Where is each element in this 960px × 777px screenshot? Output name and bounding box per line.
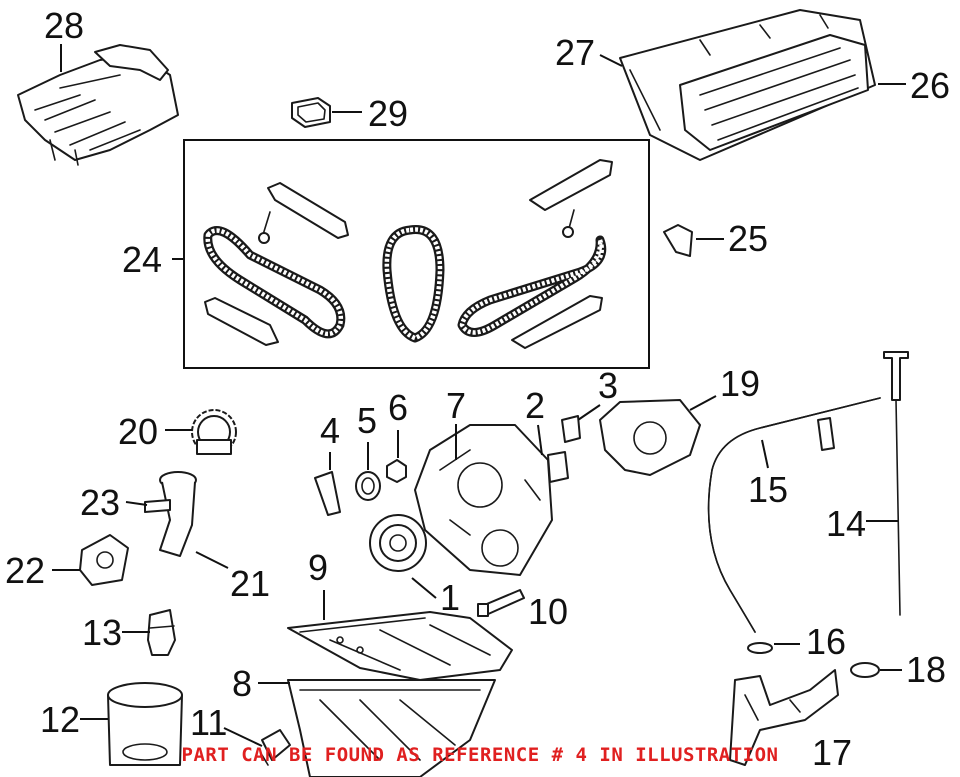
callout-8[interactable]: 8 — [232, 663, 252, 704]
lower-oil-pan — [287, 679, 496, 777]
callout-3[interactable]: 3 — [598, 365, 618, 406]
dipstick — [883, 351, 909, 616]
leader-23 — [125, 501, 148, 506]
leader-27 — [599, 54, 623, 67]
timing-chain-set — [203, 159, 613, 349]
callout-7[interactable]: 7 — [446, 385, 466, 426]
leader-21 — [195, 551, 229, 569]
intake-manifold — [17, 44, 179, 166]
pickup-gasket — [79, 534, 129, 586]
callout-14[interactable]: 14 — [826, 503, 866, 544]
timing-kit-box — [183, 139, 650, 369]
o-ring-18 — [850, 662, 880, 678]
leader-15 — [761, 439, 769, 469]
callout-2[interactable]: 2 — [525, 385, 545, 426]
crankshaft-damper — [369, 514, 427, 572]
callout-16[interactable]: 16 — [806, 621, 846, 662]
leader-1 — [411, 577, 437, 599]
callout-1[interactable]: 1 — [440, 577, 460, 618]
callout-5[interactable]: 5 — [357, 400, 377, 441]
oil-pickup-tube — [144, 471, 197, 557]
callout-19[interactable]: 19 — [720, 363, 760, 404]
oil-filter-adapter — [147, 609, 176, 656]
callout-29[interactable]: 29 — [368, 93, 408, 134]
callout-24[interactable]: 24 — [122, 239, 162, 280]
nut — [386, 459, 407, 483]
callout-10[interactable]: 10 — [528, 591, 568, 632]
callout-20[interactable]: 20 — [118, 411, 158, 452]
tensioner-shoe — [663, 224, 693, 257]
timing-cover — [414, 424, 553, 576]
thermostat-sensor — [547, 415, 581, 483]
callout-12[interactable]: 12 — [40, 699, 80, 740]
callout-22[interactable]: 22 — [5, 550, 45, 591]
callout-9[interactable]: 9 — [308, 547, 328, 588]
drain-plug — [261, 729, 291, 766]
oil-pump — [599, 399, 701, 476]
oil-filler-tube — [729, 669, 839, 766]
leader-11 — [223, 727, 263, 747]
leader-2 — [537, 424, 543, 456]
highlighted-part-4 — [314, 471, 341, 516]
leader-3 — [577, 404, 601, 421]
callout-17[interactable]: 17 — [812, 732, 852, 773]
callout-23[interactable]: 23 — [80, 482, 120, 523]
dipstick-tube — [707, 397, 881, 633]
callout-18[interactable]: 18 — [906, 649, 946, 690]
callout-26[interactable]: 26 — [910, 65, 950, 106]
pan-bolt — [477, 589, 525, 617]
valve-cover — [619, 9, 876, 161]
crank-sprocket — [191, 409, 237, 455]
o-ring-16 — [747, 642, 773, 654]
callout-4[interactable]: 4 — [320, 410, 340, 451]
oil-filter — [107, 682, 183, 766]
leader-19 — [689, 395, 717, 411]
upper-oil-pan — [287, 611, 513, 681]
callout-11[interactable]: 11 — [190, 702, 227, 743]
part-reference-note: PART CAN BE FOUND AS REFERENCE # 4 IN IL… — [181, 744, 779, 766]
callout-6[interactable]: 6 — [388, 387, 408, 428]
callout-25[interactable]: 25 — [728, 218, 768, 259]
gasket-small — [291, 97, 331, 128]
callout-21[interactable]: 21 — [230, 563, 270, 604]
callout-15[interactable]: 15 — [748, 469, 788, 510]
seal-ring — [355, 471, 381, 501]
callout-13[interactable]: 13 — [82, 612, 122, 653]
callout-28[interactable]: 28 — [44, 5, 84, 46]
callout-27[interactable]: 27 — [555, 32, 595, 73]
